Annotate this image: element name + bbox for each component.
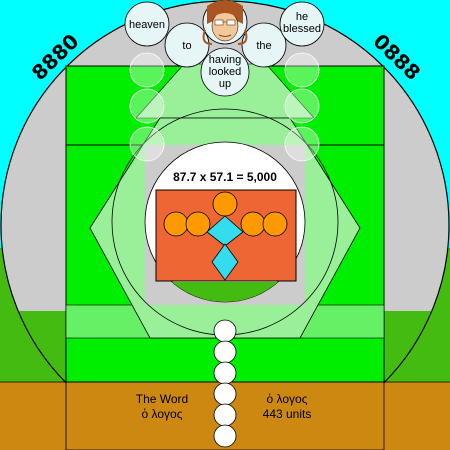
circle-heaven <box>124 1 170 47</box>
orange-circle-left-inner <box>185 211 211 237</box>
equation-label: 87.7 x 57.1 = 5,000 <box>173 170 277 184</box>
circle-having-looked-up <box>200 47 250 97</box>
circle-to <box>164 22 210 68</box>
bottom-right-line-1: ὁ λογος <box>267 392 308 406</box>
bottom-left-line-1: The Word <box>136 392 188 406</box>
white-circle-bottom-5 <box>213 403 237 427</box>
faint-circle-left-1 <box>129 52 165 88</box>
face-icon <box>202 0 248 45</box>
faint-circle-right-1 <box>284 52 320 88</box>
label-having: having <box>209 54 241 66</box>
circle-he-blessed <box>279 1 325 47</box>
label-heaven: heaven <box>129 19 165 31</box>
orange-circle-top <box>212 191 238 217</box>
label-he: he <box>296 11 308 23</box>
label-the: the <box>256 40 271 52</box>
cyan-diamond-lower <box>211 243 239 281</box>
white-circle-bottom-3 <box>213 361 237 385</box>
circle-the <box>241 22 287 68</box>
faint-circle-left-3 <box>129 126 165 162</box>
white-circle-bottom-4 <box>213 382 237 406</box>
label-up: up <box>219 78 231 90</box>
label-blessed: blessed <box>283 23 321 35</box>
label-looked: looked <box>209 66 241 78</box>
bottom-left-line-2: ὁ λογος <box>142 407 183 421</box>
orange-circle-right-inner <box>240 211 266 237</box>
faint-circle-right-3 <box>284 126 320 162</box>
label-to: to <box>182 40 191 52</box>
faint-circle-right-2 <box>284 88 320 124</box>
white-circle-bottom-2 <box>213 340 237 364</box>
faint-circle-left-2 <box>129 88 165 124</box>
white-circle-bottom-1 <box>213 319 237 343</box>
orange-circle-right-outer <box>262 211 288 237</box>
white-circle-bottom-6 <box>213 424 237 448</box>
bottom-right-line-2: 443 units <box>263 407 312 421</box>
orange-circle-left-outer <box>163 211 189 237</box>
